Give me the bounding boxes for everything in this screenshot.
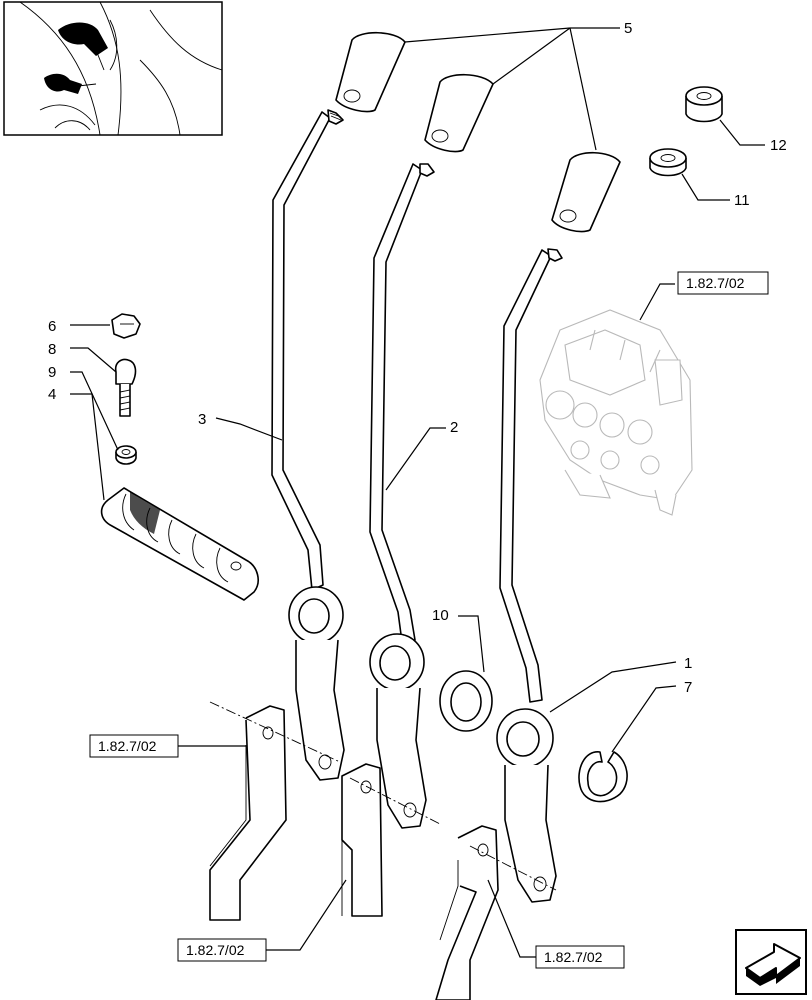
- callout-10: 10: [432, 607, 449, 624]
- callout-5: 5: [624, 20, 632, 37]
- callout-7: 7: [684, 679, 692, 696]
- axis-line: [209, 701, 341, 763]
- bracket-middle: [341, 763, 383, 917]
- callout-6: 6: [48, 318, 56, 335]
- ref-bracket-left[interactable]: 1.82.7/02: [89, 734, 179, 758]
- lever-knob-right: [551, 151, 621, 233]
- callout-1: 1: [684, 655, 692, 672]
- leader-lines: [70, 27, 765, 958]
- axis-line: [469, 845, 557, 891]
- lever-1: [496, 248, 563, 903]
- ref-valve[interactable]: 1.82.7/02: [677, 271, 769, 295]
- axis-line: [349, 777, 441, 825]
- bracket-left: [209, 705, 287, 921]
- ref-bracket-right-label: 1.82.7/02: [544, 949, 603, 965]
- callout-3: 3: [198, 411, 206, 428]
- callout-12: 12: [770, 137, 787, 154]
- spacer-12: [685, 86, 723, 123]
- lever-2: [369, 163, 435, 829]
- location-thumbnail[interactable]: [3, 1, 223, 136]
- spacer-11: [649, 148, 687, 177]
- ref-bracket-middle-label: 1.82.7/02: [186, 942, 245, 958]
- ref-bracket-left-label: 1.82.7/02: [98, 738, 157, 754]
- next-page-arrow-icon[interactable]: [735, 929, 807, 995]
- washer-9: [115, 445, 137, 465]
- callout-8: 8: [48, 341, 56, 358]
- hex-nut-6: [111, 313, 141, 339]
- bolt-8: [114, 358, 137, 417]
- lever-knob-left: [335, 31, 406, 113]
- ref-bracket-middle[interactable]: 1.82.7/02: [177, 938, 267, 962]
- callout-4: 4: [48, 386, 56, 403]
- lever-knob-middle: [424, 73, 494, 153]
- ref-bracket-right[interactable]: 1.82.7/02: [535, 945, 625, 969]
- callout-11: 11: [734, 192, 750, 209]
- lever-3: [271, 109, 345, 781]
- circlip-7: [578, 751, 628, 803]
- bracket-right: [435, 825, 499, 1000]
- callout-2: 2: [450, 419, 458, 436]
- control-valve-reference: [539, 309, 693, 516]
- callout-9: 9: [48, 364, 56, 381]
- ref-valve-label: 1.82.7/02: [686, 275, 745, 291]
- washer-10: [439, 670, 493, 732]
- pin-4: [100, 487, 259, 601]
